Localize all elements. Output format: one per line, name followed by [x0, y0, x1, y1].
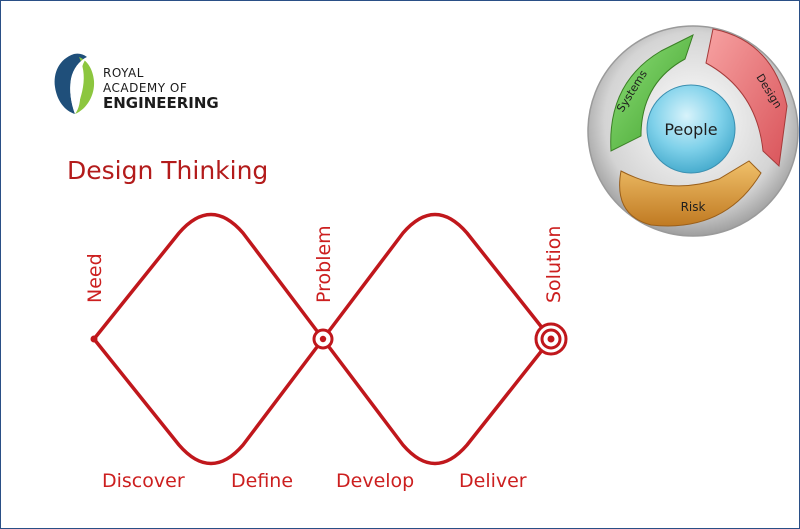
discover-label: Discover: [102, 470, 185, 492]
need-label: Need: [84, 253, 106, 303]
design-segment: [705, 28, 788, 168]
solution-target-center: [547, 335, 555, 343]
wheel-center-label: People: [664, 120, 717, 139]
page-title: Design Thinking: [67, 156, 269, 185]
people-center: [646, 84, 736, 174]
systems-segment: [610, 34, 694, 152]
problem-label: Problem: [313, 225, 335, 303]
logo-line-engineering: ENGINEERING: [103, 94, 219, 112]
logo-line-academy: ACADEMY OF: [103, 81, 188, 95]
discover-define-diamond: [92, 212, 325, 466]
develop-label: Develop: [336, 470, 414, 492]
people-systems-wheel: [587, 25, 799, 237]
need-node: [90, 335, 98, 343]
problem-node-dot: [319, 335, 327, 343]
logo-line-royal: ROYAL: [103, 66, 144, 80]
develop-deliver-diamond: [321, 212, 553, 466]
define-label: Define: [231, 470, 293, 492]
rae-logo-icon: [54, 53, 95, 114]
risk-segment: [619, 160, 762, 227]
wheel-risk-label: Risk: [681, 200, 706, 214]
deliver-label: Deliver: [459, 470, 527, 492]
solution-label: Solution: [543, 226, 565, 303]
